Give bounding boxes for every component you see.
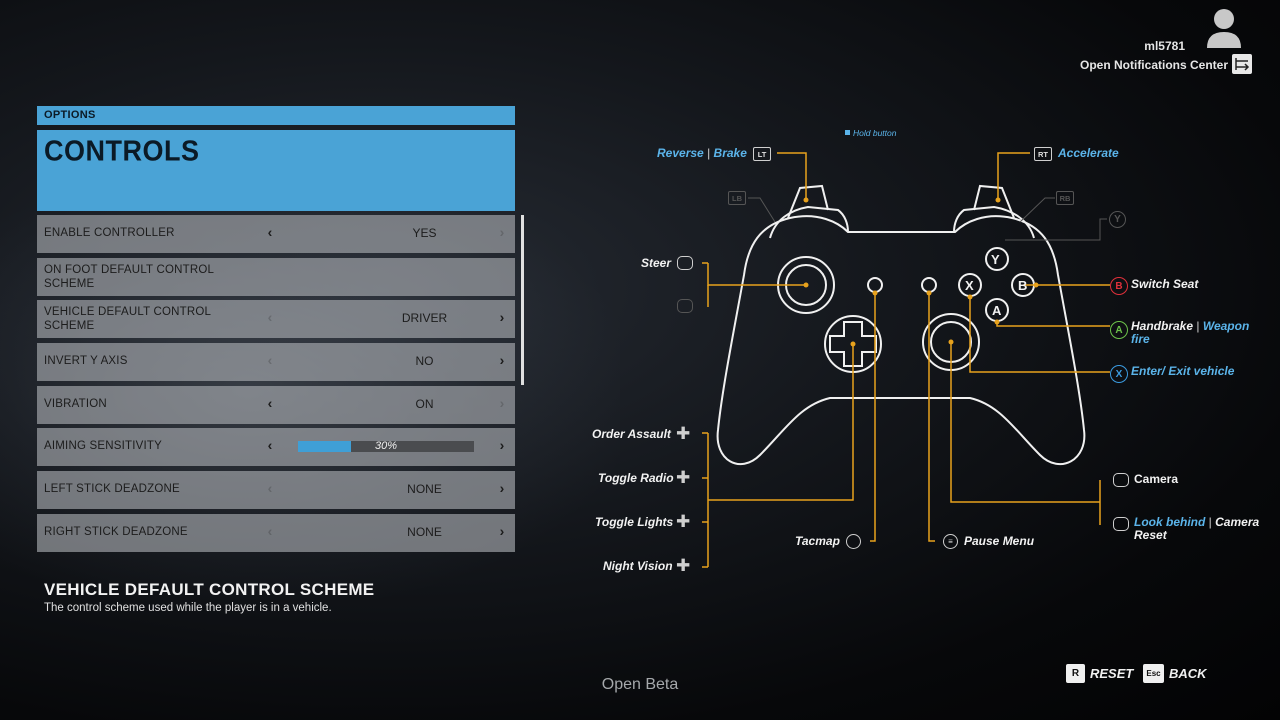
switch-seat-label: Switch Seat	[1131, 277, 1199, 291]
rb-icon: RB	[1056, 191, 1074, 205]
chevron-right-icon[interactable]: ›	[499, 309, 505, 325]
view-button-icon	[846, 534, 861, 549]
camera-label: Camera	[1134, 472, 1179, 486]
dpad-left-icon: ✚	[676, 512, 691, 531]
r-key-icon: R	[1066, 664, 1085, 683]
scrollbar[interactable]	[521, 215, 524, 385]
dpad-down-icon: ✚	[676, 556, 691, 575]
setting-right-stick-deadzone[interactable]: RIGHT STICK DEADZONE ‹ NONE ›	[37, 514, 515, 552]
pause-menu-label: Pause Menu	[964, 534, 1035, 548]
sensitivity-slider[interactable]: 30%	[298, 440, 474, 452]
dim-lines	[748, 197, 1107, 241]
chevron-left-icon[interactable]: ‹	[267, 309, 273, 325]
lb-icon: LB	[728, 191, 746, 205]
setting-vibration[interactable]: VIBRATION ‹ ON ›	[37, 386, 515, 424]
setting-invert-y-axis[interactable]: INVERT Y AXIS ‹ NO ›	[37, 343, 515, 381]
callout-dots	[803, 197, 1039, 347]
steer-label: Steer	[641, 256, 672, 270]
reset-button[interactable]: R RESET	[1066, 664, 1133, 683]
tacmap-label: Tacmap	[795, 534, 840, 548]
reverse-brake-label: Reverse | Brake	[657, 146, 747, 160]
chevron-left-icon[interactable]: ‹	[267, 480, 273, 496]
description-text: The control scheme used while the player…	[44, 602, 332, 614]
left-stick-dim-icon	[677, 299, 693, 313]
y-button-dim-icon: Y	[1109, 211, 1126, 228]
y-button-letter: Y	[991, 252, 1000, 267]
chevron-right-icon[interactable]: ›	[499, 523, 505, 539]
b-button-letter: B	[1018, 278, 1028, 293]
x-button-icon: X	[1110, 365, 1128, 383]
toggle-lights-label: Toggle Lights	[595, 515, 674, 529]
accelerate-label: Accelerate	[1058, 146, 1119, 160]
username: ml5781	[1144, 39, 1185, 53]
chevron-right-icon[interactable]: ›	[499, 224, 505, 240]
night-vision-label: Night Vision	[603, 559, 673, 573]
setting-aiming-sensitivity[interactable]: AIMING SENSITIVITY ‹ 30% ›	[37, 428, 515, 466]
a-button-icon: A	[1110, 321, 1128, 339]
x-button-letter: X	[965, 278, 974, 293]
back-button[interactable]: Esc BACK	[1143, 664, 1207, 683]
hold-button-legend: Hold button	[845, 128, 896, 138]
controller-outline	[716, 184, 1086, 466]
setting-vehicle-control-scheme[interactable]: VEHICLE DEFAULT CONTROL SCHEME ‹ DRIVER …	[37, 300, 515, 338]
setting-on-foot-control-scheme[interactable]: ON FOOT DEFAULT CONTROL SCHEME	[37, 258, 515, 296]
beta-label: Open Beta	[601, 676, 679, 693]
open-notifications-link[interactable]: Open Notifications Center	[1079, 58, 1228, 72]
chevron-left-icon[interactable]: ‹	[267, 437, 273, 453]
chevron-left-icon[interactable]: ‹	[267, 395, 273, 411]
avatar[interactable]	[1206, 6, 1242, 48]
handbrake-weapon-label: Handbrake | Weapon fire	[1131, 319, 1250, 346]
esc-key-icon: Esc	[1143, 664, 1164, 683]
chevron-right-icon[interactable]: ›	[499, 352, 505, 368]
chevron-right-icon[interactable]: ›	[499, 395, 505, 411]
look-behind-label: Look behind | Camera Reset	[1134, 515, 1260, 542]
callout-lines	[702, 152, 1110, 568]
menu-button-icon: ≡	[943, 534, 958, 549]
page-title: CONTROLS	[37, 130, 515, 211]
chevron-right-icon[interactable]: ›	[499, 480, 505, 496]
setting-enable-controller[interactable]: ENABLE CONTROLLER ‹ YES ›	[37, 215, 515, 253]
dpad-up-icon: ✚	[676, 424, 691, 443]
left-stick-icon	[677, 256, 693, 270]
description-title: VEHICLE DEFAULT CONTROL SCHEME	[44, 580, 375, 599]
rt-icon: RT	[1034, 147, 1052, 161]
right-stick-click-icon	[1113, 517, 1129, 531]
right-stick-icon	[1113, 473, 1129, 487]
order-assault-label: Order Assault	[592, 427, 671, 441]
setting-left-stick-deadzone[interactable]: LEFT STICK DEADZONE ‹ NONE ›	[37, 471, 515, 509]
options-breadcrumb: OPTIONS	[37, 106, 515, 125]
notifications-icon[interactable]	[1232, 54, 1252, 74]
chevron-right-icon[interactable]: ›	[499, 437, 505, 453]
slider-fill	[298, 441, 351, 452]
dpad-right-icon: ✚	[676, 468, 691, 487]
a-button-letter: A	[992, 303, 1002, 318]
b-button-icon: B	[1110, 277, 1128, 295]
chevron-left-icon[interactable]: ‹	[267, 352, 273, 368]
enter-exit-label: Enter/ Exit vehicle	[1131, 364, 1235, 378]
toggle-radio-label: Toggle Radio	[598, 471, 674, 485]
chevron-left-icon[interactable]: ‹	[267, 224, 273, 240]
chevron-left-icon[interactable]: ‹	[267, 523, 273, 539]
lt-icon: LT	[753, 147, 771, 161]
